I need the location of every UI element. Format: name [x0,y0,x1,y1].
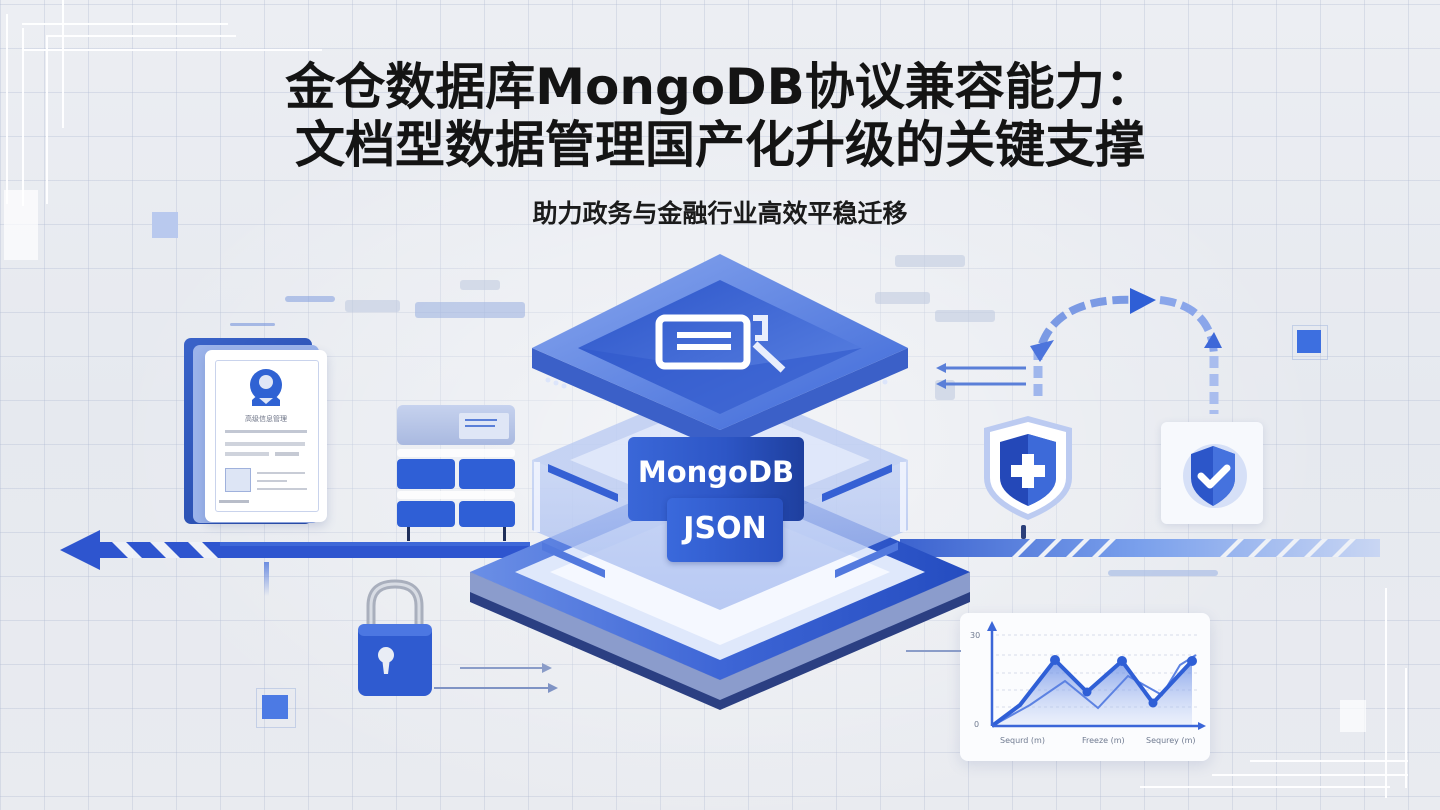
decor-square-frame [256,688,296,728]
decor-square-frame [1292,325,1328,360]
ghost-bar [1108,570,1218,576]
doc-text-line [225,452,269,456]
frame-line [22,49,322,51]
user-profile-icon [250,369,282,406]
frame-line [6,14,8,204]
server-drawer [459,459,515,489]
document-search-icon [655,314,786,373]
frame-glow-block [1340,700,1366,732]
server-rack-icon [397,405,517,541]
doc-text-line [257,480,287,482]
line-chart [987,621,1206,730]
server-panel-line [465,419,497,421]
frame-line [46,35,236,37]
left-arrow-band [60,530,530,570]
server-drawer [459,501,515,527]
shield-check-icon [1183,444,1247,508]
server-spacer [397,449,515,457]
server-leg [407,527,410,541]
decor-square [262,695,288,719]
frame-glow-block [4,190,38,260]
page-title-line2: 文档型数据管理国产化升级的关键支撑 [295,116,1145,174]
frame-line [1405,668,1407,788]
doc-text-line [257,488,307,490]
doc-corner [215,360,319,512]
chart-x-label: Sequrey (m) [1146,736,1196,745]
decor-square [152,212,178,238]
doc-text-line [225,430,307,433]
doc-photo-box [225,468,251,492]
right-arrow-band [900,539,1380,557]
chart-card: 30 0 Sequrd (m) Freeze (m) Sequrey (m) [960,613,1210,761]
chart-y-top-label: 30 [970,631,981,640]
ghost-bar [415,302,525,318]
json-label: JSON [667,498,783,562]
decor-square [1297,330,1321,353]
frame-line [46,36,48,204]
padlock-icon [358,579,432,696]
ghost-bar [230,323,275,326]
chart-y-zero-label: 0 [974,720,980,729]
ghost-bar [875,292,930,304]
ghost-bar [345,300,400,312]
return-arrows [936,363,1026,389]
frame-line [62,0,64,128]
frame-line [1212,774,1408,776]
lock-flow-arrows [434,663,558,693]
server-panel-line [465,425,495,427]
server-spacer [397,491,515,499]
doc-text-line [257,472,305,474]
connector-tick [1021,525,1026,539]
document-heading: 高级信息管理 [245,415,287,423]
cycle-arrow [1030,288,1222,414]
ghost-bar [460,280,500,290]
chart-connector-line [906,650,961,652]
chart-x-label: Sequrd (m) [1000,736,1045,745]
server-drawer [397,501,455,527]
database-stack [470,254,970,710]
ghost-bar [895,255,965,267]
server-drawer [397,459,455,489]
doc-text-line [225,442,305,446]
page-subtitle: 助力政务与金融行业高效平稳迁移 [532,199,908,228]
ghost-bar [935,310,995,322]
frame-line [1250,760,1408,762]
shield-plus-icon [984,416,1072,520]
document-card: 高级信息管理 [205,350,327,522]
doc-text-line [275,452,299,456]
frame-line [1140,786,1390,788]
ghost-bar [285,296,335,302]
frame-line [22,23,228,25]
doc-text-line [219,500,249,503]
chart-x-label: Freeze (m) [1082,736,1125,745]
frame-line [22,28,24,206]
shield-check-card [1161,422,1263,524]
frame-line [1385,588,1387,798]
server-leg [503,527,506,541]
connector-tick [264,562,269,596]
page-title-line1: 金仓数据库MongoDB协议兼容能力： [285,58,1155,116]
title-block: 金仓数据库MongoDB协议兼容能力： 文档型数据管理国产化升级的关键支撑 助力… [0,58,1440,230]
